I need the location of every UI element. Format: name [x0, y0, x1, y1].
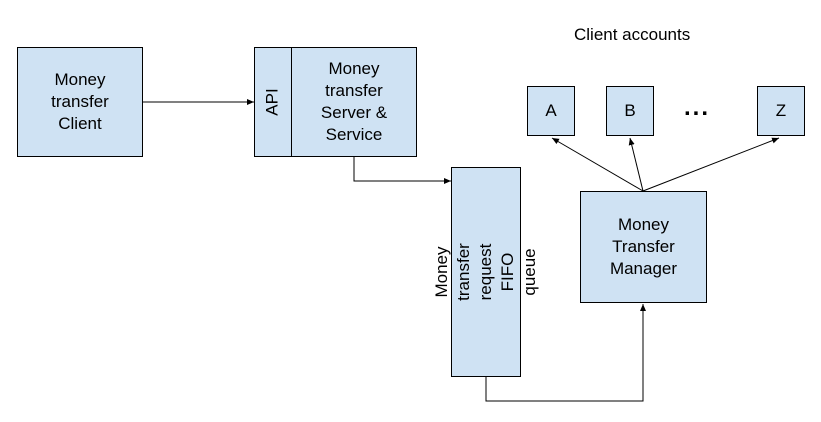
account-label-a: A — [545, 101, 557, 120]
arrow-manager-to-account-a — [551, 137, 644, 192]
money-transfer-server-box: Money transfer Server & Service — [291, 47, 417, 157]
client-accounts-title: Client accounts — [574, 25, 691, 44]
money-transfer-client-box: Money transfer Client — [17, 47, 143, 157]
fifo-queue-label: Money transfer request FIFO queue — [432, 243, 539, 301]
arrow-queue-to-manager — [485, 304, 646, 402]
money-transfer-manager-label: Money Transfer Manager — [609, 215, 678, 278]
money-transfer-manager-box: Money Transfer Manager — [580, 191, 707, 303]
arrow-manager-to-account-z — [642, 137, 780, 192]
accounts-ellipsis: ... — [684, 94, 711, 121]
account-label-z: Z — [775, 101, 787, 120]
api-box: API — [254, 47, 292, 157]
money-transfer-server-label: Money transfer Server & Service — [320, 59, 388, 144]
account-label-b: B — [624, 101, 636, 120]
arrow-manager-to-account-b — [628, 137, 644, 192]
fifo-queue-box: Money transfer request FIFO queue — [432, 167, 539, 377]
account-box-a: A — [527, 86, 575, 136]
api-label: API — [263, 88, 282, 116]
account-box-z: Z — [757, 86, 805, 136]
money-transfer-client-label: Money transfer Client — [51, 70, 109, 133]
account-box-b: B — [606, 86, 654, 136]
arrow-server-to-queue — [353, 157, 451, 184]
